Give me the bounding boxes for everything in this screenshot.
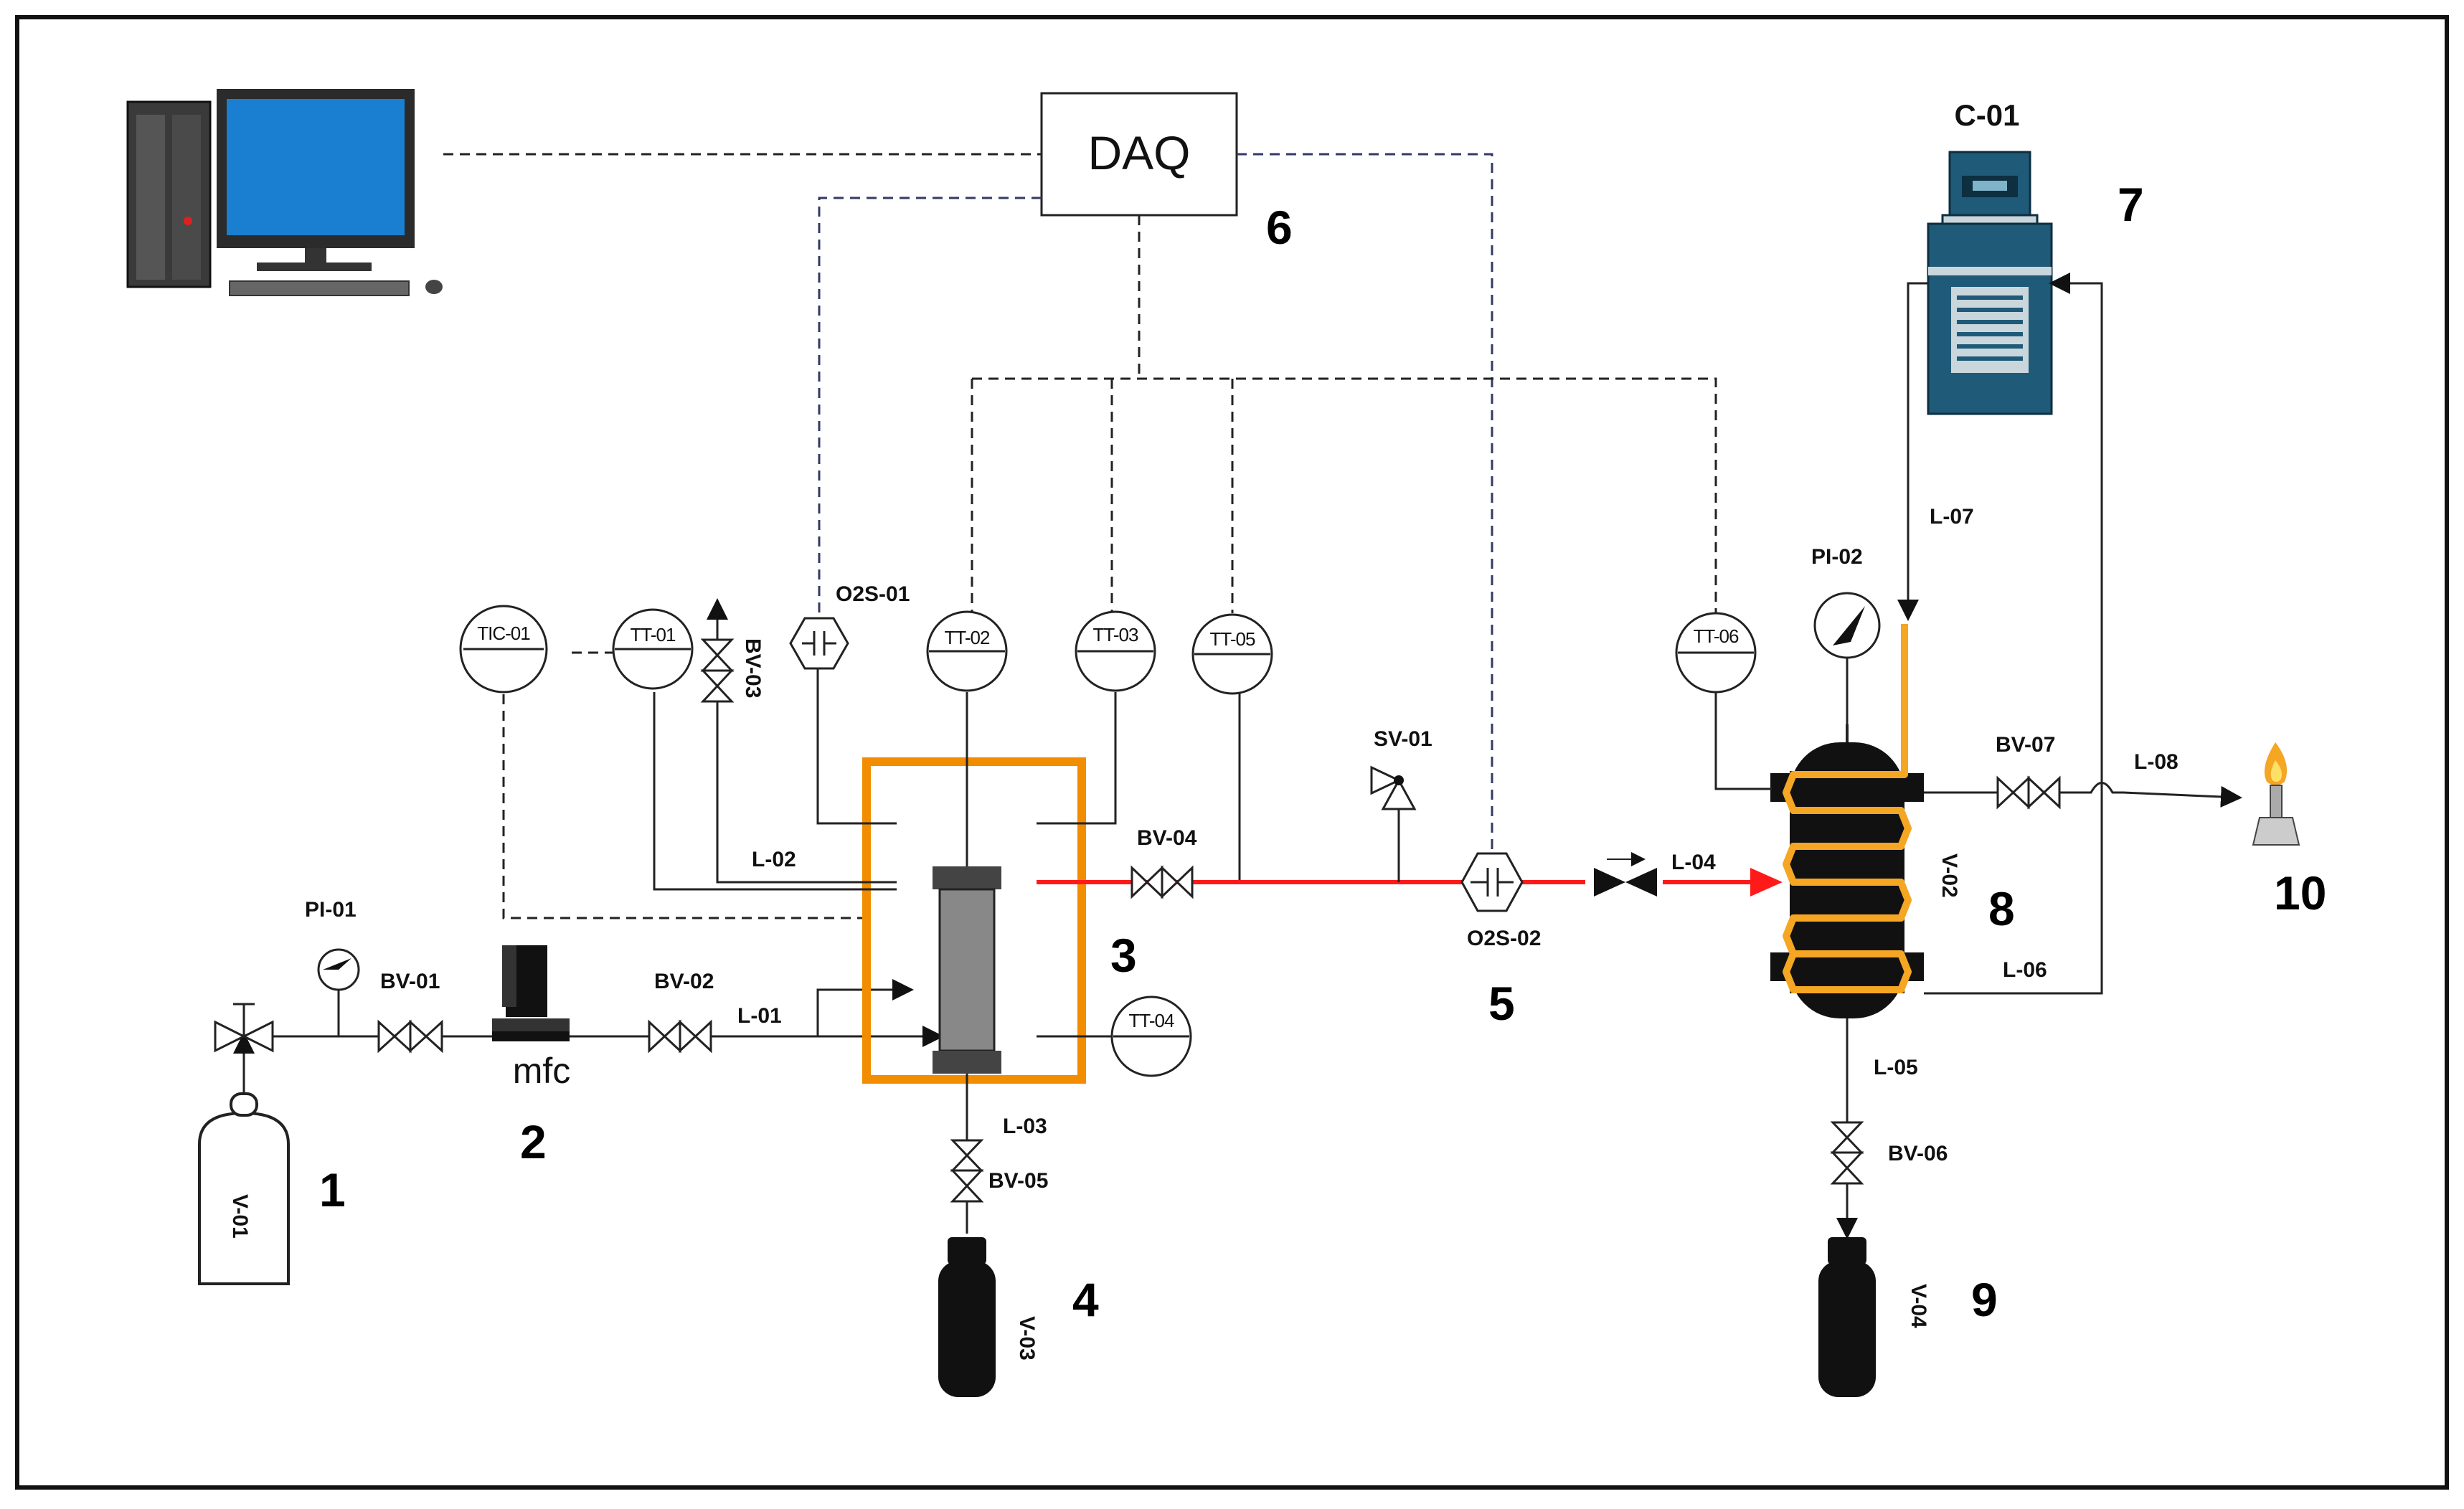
component-number-7: 7 xyxy=(2118,178,2144,231)
flame-icon xyxy=(2252,742,2300,846)
vessel-v02 xyxy=(1770,724,1924,1018)
diagram-frame xyxy=(15,15,2449,1490)
cooling-coil xyxy=(1783,624,1912,993)
l05-label: L-05 xyxy=(1874,1056,1918,1079)
component-number-9: 9 xyxy=(1971,1273,1998,1326)
daq-box xyxy=(1040,92,1238,217)
ball-valve-bv04 xyxy=(1130,865,1194,899)
v01-label: V-01 xyxy=(228,1194,252,1239)
tt03-instrument xyxy=(1075,610,1156,692)
component-number-10: 10 xyxy=(2274,866,2326,919)
tt01-instrument xyxy=(612,608,694,690)
tic01-instrument xyxy=(459,605,548,694)
tt04-instrument xyxy=(1110,995,1192,1077)
v03-label: V-03 xyxy=(1015,1316,1039,1361)
chiller-icon xyxy=(1927,151,2053,415)
component-number-4: 4 xyxy=(1072,1273,1099,1326)
ball-valve-bv03 xyxy=(700,638,735,703)
component-number-2: 2 xyxy=(520,1115,547,1168)
mfc-label: mfc xyxy=(513,1051,571,1091)
reactor-frame xyxy=(862,757,1086,1084)
bv07-label: BV-07 xyxy=(1996,733,2055,757)
ball-valve-bv01 xyxy=(377,1019,443,1054)
v02-label: V-02 xyxy=(1937,853,1961,898)
chiller-label: C-01 xyxy=(1954,98,2019,132)
tt06-instrument xyxy=(1675,612,1757,694)
tt02-label: TT-02 xyxy=(945,627,990,648)
daq-label: DAQ xyxy=(1087,126,1190,179)
l04-label: L-04 xyxy=(1671,851,1716,874)
ball-valve-bv02 xyxy=(648,1019,712,1054)
bv06-label: BV-06 xyxy=(1888,1142,1948,1165)
component-number-8: 8 xyxy=(1988,882,2015,935)
o2s01-sensor xyxy=(789,617,849,670)
l02-label: L-02 xyxy=(752,848,796,871)
check-valve xyxy=(1594,852,1657,897)
ball-valve-bv05 xyxy=(950,1139,984,1203)
tt03-label: TT-03 xyxy=(1093,624,1138,645)
o2s02-sensor xyxy=(1460,852,1524,912)
pi01-label: PI-01 xyxy=(305,898,357,922)
tt01-label: TT-01 xyxy=(631,624,676,645)
o2s01-label: O2S-01 xyxy=(836,582,910,606)
gas-cylinder-v01: V-01 xyxy=(198,1092,290,1285)
bv03-label: BV-03 xyxy=(741,638,765,698)
tt05-instrument xyxy=(1191,613,1273,695)
bv01-label: BV-01 xyxy=(380,970,440,993)
v04-label: V-04 xyxy=(1907,1284,1930,1328)
computer-icon xyxy=(126,89,443,296)
signal-lines xyxy=(443,153,1717,919)
bottle-v04 xyxy=(1818,1237,1876,1397)
ball-valve-bv06 xyxy=(1830,1121,1864,1185)
o2s02-label: O2S-02 xyxy=(1467,927,1541,950)
bv02-label: BV-02 xyxy=(654,970,714,993)
tt06-label: TT-06 xyxy=(1694,625,1739,647)
ball-valve-bv07 xyxy=(1996,775,2061,810)
pressure-gauge-icon xyxy=(317,948,360,991)
reactor-tube xyxy=(933,866,1001,1074)
sv01-label: SV-01 xyxy=(1374,727,1432,751)
bottle-v03 xyxy=(938,1237,996,1397)
l03-label: L-03 xyxy=(1003,1115,1047,1138)
pi02-label: PI-02 xyxy=(1811,545,1863,569)
pressure-gauge-icon xyxy=(1813,592,1881,659)
tt04-label: TT-04 xyxy=(1129,1010,1174,1031)
l06-label: L-06 xyxy=(2003,958,2047,982)
l07-label: L-07 xyxy=(1930,505,1974,529)
bv04-label: BV-04 xyxy=(1137,826,1197,850)
tt05-label: TT-05 xyxy=(1210,628,1255,650)
component-number-1: 1 xyxy=(319,1163,346,1216)
mass-flow-controller xyxy=(492,945,570,1041)
component-number-5: 5 xyxy=(1488,977,1515,1030)
component-number-6: 6 xyxy=(1266,201,1293,254)
tic01-label: TIC-01 xyxy=(477,623,530,644)
bv05-label: BV-05 xyxy=(988,1169,1048,1193)
tt02-instrument xyxy=(926,610,1008,692)
l01-label: L-01 xyxy=(737,1004,782,1028)
l08-label: L-08 xyxy=(2134,750,2179,774)
component-number-3: 3 xyxy=(1110,929,1137,982)
safety-valve-sv01 xyxy=(1370,765,1417,810)
